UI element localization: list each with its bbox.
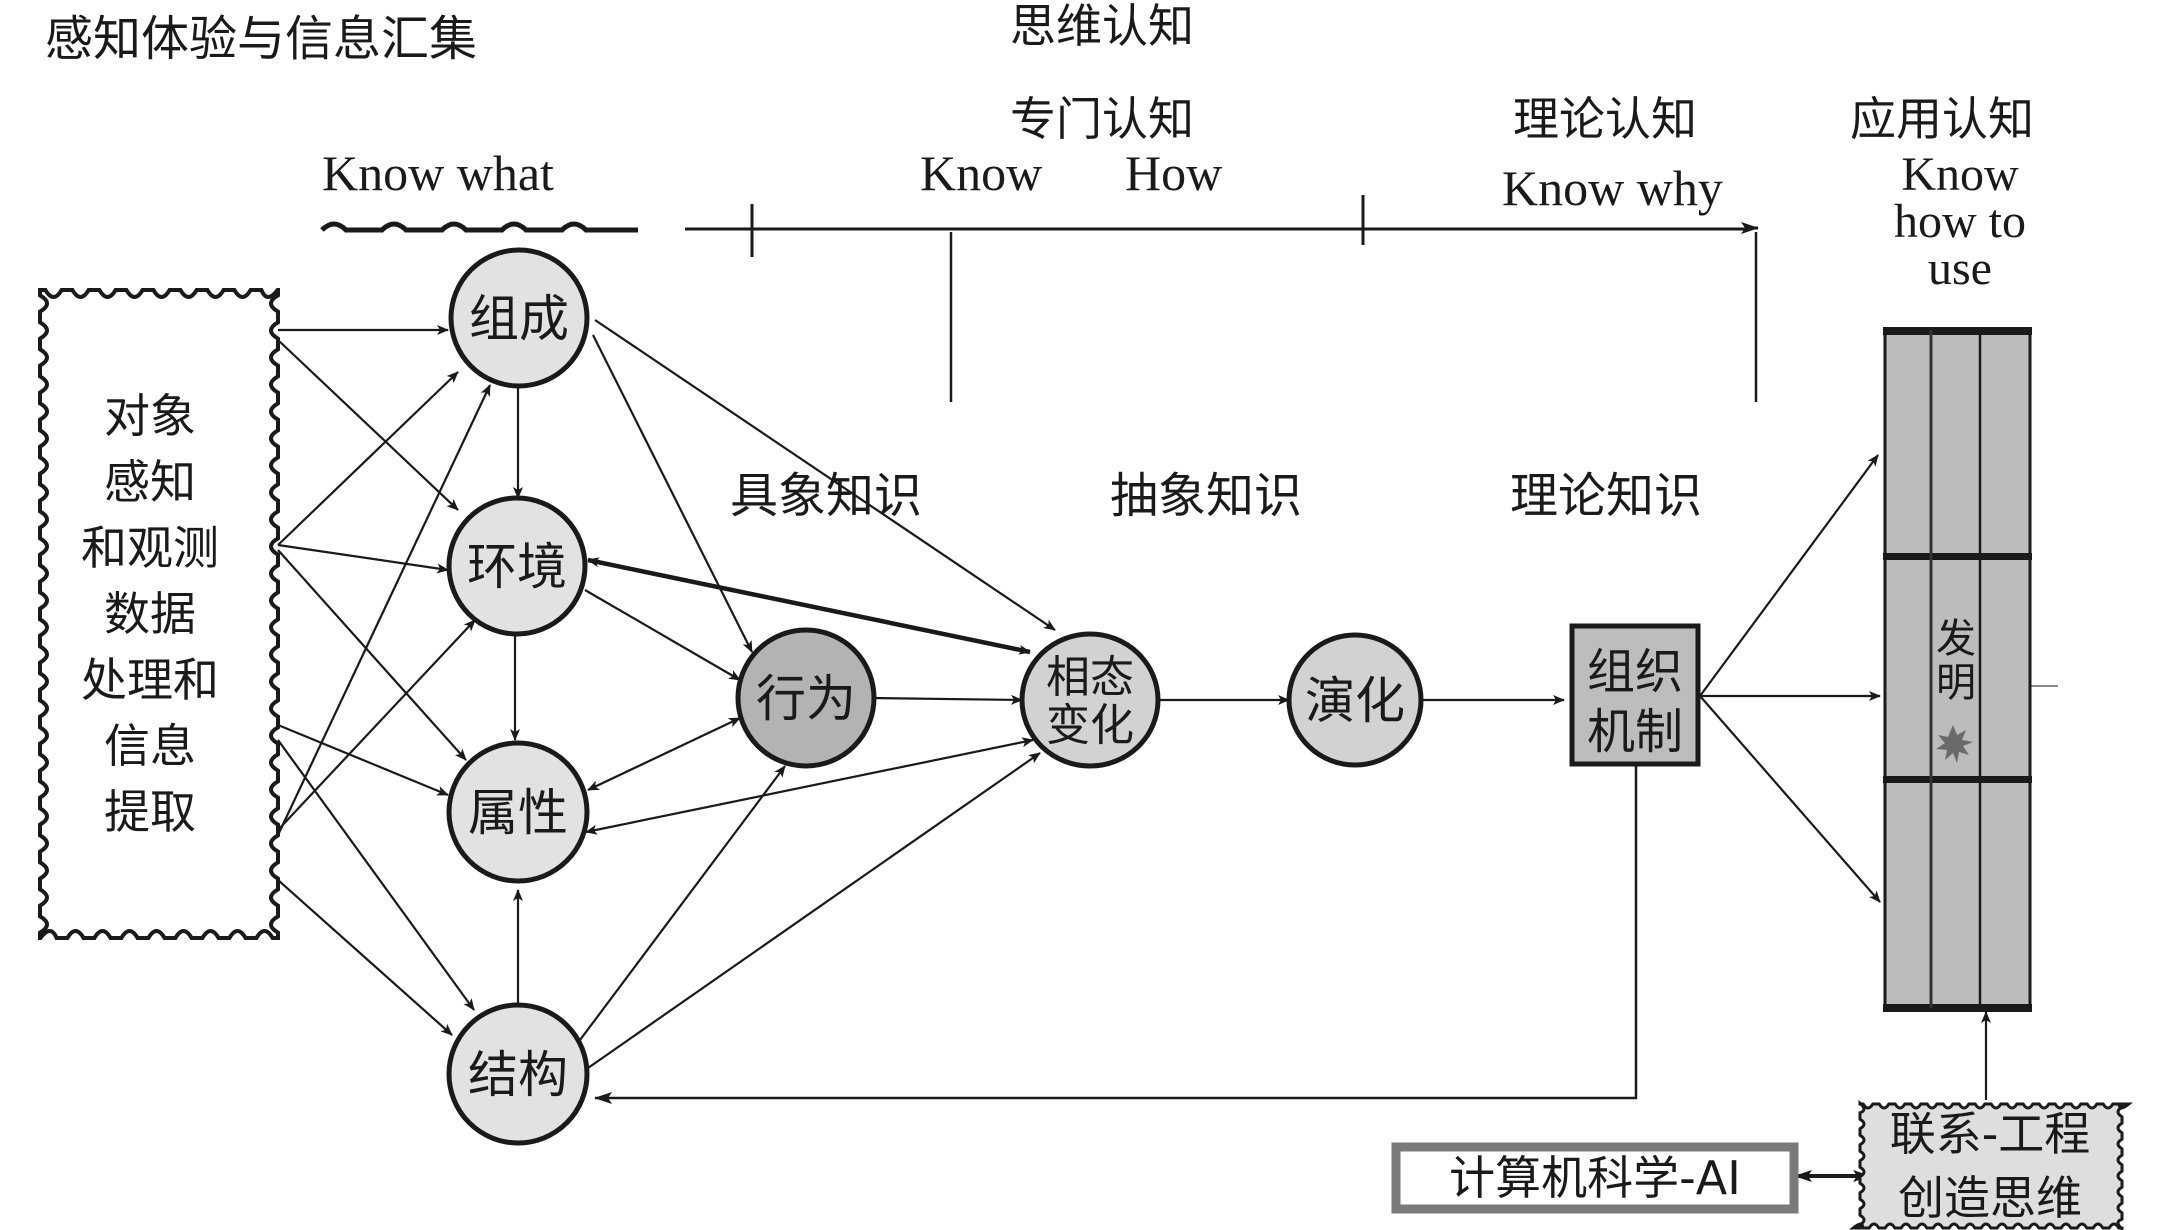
label-theoretical-knowledge: 理论知识 (1510, 468, 1702, 524)
edge-structure-phase (587, 752, 1041, 1069)
node-phase-change[interactable]: 相态 变化 (1019, 631, 1161, 769)
stage-know-how-to-use-line1: Know (1901, 148, 2019, 201)
header-perception-title: 感知体验与信息汇集 (45, 11, 477, 67)
node-attribute[interactable]: 属性 (446, 740, 590, 884)
creative-box-line1: 联系-工程 (1890, 1107, 2091, 1161)
node-environment[interactable]: 环境 (446, 495, 588, 637)
panel-divider-2 (1883, 776, 2032, 783)
edge-attribute-phase (585, 737, 1034, 835)
node-mechanism-line1: 组织 (1587, 644, 1683, 700)
creative-box[interactable]: 联系-工程 创造思维 (1848, 1099, 2134, 1230)
edge-composition-behavior (592, 334, 753, 653)
node-structure[interactable]: 结构 (446, 1002, 590, 1146)
ai-box-label: 计算机科学-AI (1449, 1151, 1741, 1205)
source-line-1: 对象 (104, 389, 196, 443)
edge-structure-behavior (579, 765, 786, 1041)
source-line-4: 数据 (104, 587, 196, 641)
source-line-3: 和观测 (81, 521, 219, 575)
stage-know-why: Know why (1502, 160, 1723, 216)
invention-label-2: 明 (1936, 660, 1976, 706)
source-line-2: 感知 (104, 455, 196, 509)
invention-panel: 发 明 (1883, 327, 2032, 1012)
node-evolution-label: 演化 (1305, 672, 1405, 730)
stage-specialized-cn: 专门认知 (1010, 92, 1194, 146)
edge-source-structure-1 (277, 739, 475, 1011)
edge-environment-behavior (584, 589, 741, 681)
edge-mechanism-panel-top (1699, 454, 1879, 697)
edge-mechanism-panel-bottom (1699, 695, 1881, 903)
node-composition[interactable]: 组成 (448, 247, 590, 389)
node-composition-label: 组成 (469, 290, 569, 348)
edge-source-environment-3 (277, 619, 476, 831)
node-mechanism-line2: 机制 (1587, 704, 1683, 760)
stage-know: Know (920, 145, 1042, 201)
stage-know-how-to-use-line2: how to (1894, 195, 2026, 248)
node-structure-label: 结构 (468, 1046, 568, 1104)
node-behavior[interactable]: 行为 (735, 627, 877, 769)
node-behavior-shape (735, 627, 877, 769)
stage-application-cn: 应用认知 (1850, 92, 2034, 146)
node-evolution-shape (1286, 632, 1424, 768)
edge-mechanism-structure-feedback (594, 765, 1638, 1104)
node-attribute-label: 属性 (468, 784, 568, 842)
node-evolution[interactable]: 演化 (1286, 632, 1424, 768)
node-phase-change-line1: 相态 (1046, 652, 1134, 703)
source-line-7: 提取 (104, 785, 196, 839)
node-attribute-shape (446, 740, 590, 884)
stage-know-what: Know what (322, 145, 554, 201)
edge-source-composition-2 (277, 371, 459, 546)
node-behavior-label: 行为 (756, 670, 856, 728)
invention-panel-body (1883, 328, 2032, 1012)
label-concrete-knowledge: 具象知识 (730, 468, 922, 524)
ai-box[interactable]: 计算机科学-AI (1391, 1142, 1799, 1214)
label-abstract-knowledge: 抽象知识 (1110, 468, 1302, 524)
edge-source-environment-1 (277, 339, 459, 511)
edges (277, 319, 2058, 1182)
node-environment-shape (446, 495, 588, 637)
panel-bottom-bar (1883, 1004, 2032, 1012)
node-mechanism[interactable]: 组织 机制 (1569, 623, 1701, 767)
header-thinking-title: 思维认知 (1010, 0, 1194, 53)
source-box: 对象 感知 和观测 数据 处理和 信息 提取 (38, 288, 280, 940)
spark-icon (1936, 725, 1973, 763)
invention-label-1: 发 (1936, 616, 1976, 662)
node-composition-shape (448, 247, 590, 389)
source-box-outline (38, 288, 280, 940)
ai-box-frame (1391, 1142, 1799, 1214)
edge-environment-phase (587, 557, 1031, 655)
edge-source-attribute-1 (277, 549, 467, 761)
edge-behavior-phase (872, 694, 1023, 705)
edge-source-composition-3 (277, 384, 491, 836)
edge-attribute-behavior (587, 717, 741, 791)
panel-divider-1 (1883, 553, 2032, 560)
know-what-wavy-segment (320, 221, 638, 233)
source-line-5: 处理和 (81, 653, 219, 707)
edge-source-attribute-2 (277, 723, 449, 797)
edge-source-structure-2 (277, 879, 453, 1036)
stage-theory-cn: 理论认知 (1513, 92, 1697, 146)
node-mechanism-shape (1569, 623, 1701, 767)
node-structure-shape (446, 1002, 590, 1146)
source-line-6: 信息 (104, 719, 196, 773)
timeline-axis (320, 195, 1759, 402)
panel-top-bar (1883, 327, 2032, 335)
creative-box-outline (1848, 1099, 2134, 1230)
node-environment-label: 环境 (467, 538, 567, 596)
edge-source-environment-2 (277, 543, 449, 574)
stage-how: How (1125, 145, 1222, 201)
node-phase-change-shape (1019, 631, 1161, 769)
node-phase-change-line2: 变化 (1046, 700, 1134, 751)
stage-know-how-to-use-line3: use (1928, 242, 1992, 295)
creative-box-line2: 创造思维 (1898, 1171, 2082, 1225)
